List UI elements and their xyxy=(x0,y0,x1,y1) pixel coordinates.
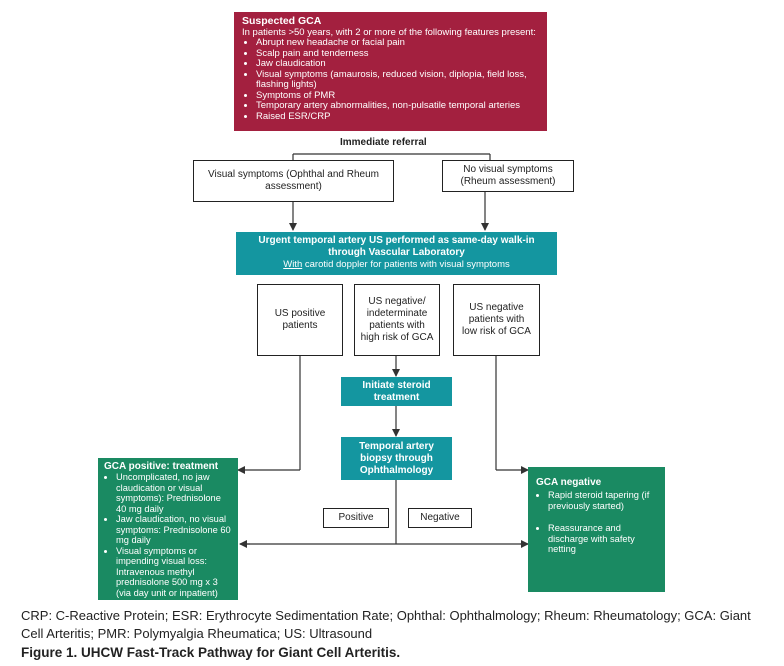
suspected-gca-list: Abrupt new headache or facial pain Scalp… xyxy=(242,37,539,123)
urgent-us-box: Urgent temporal artery US performed as s… xyxy=(236,232,557,275)
list-item: Visual symptoms (amaurosis, reduced visi… xyxy=(256,69,539,91)
suspected-gca-box: Suspected GCA In patients >50 years, wit… xyxy=(234,12,547,131)
suspected-gca-title: Suspected GCA xyxy=(242,15,322,27)
list-item: Temporary artery abnormalities, non-puls… xyxy=(256,100,539,112)
visual-symptoms-box: Visual symptoms (Ophthal and Rheum asses… xyxy=(193,160,394,202)
list-item: Uncomplicated, no jaw claudication or vi… xyxy=(116,472,232,514)
figure-caption: Figure 1. UHCW Fast-Track Pathway for Gi… xyxy=(21,645,401,660)
list-item: Raised ESR/CRP xyxy=(256,111,539,123)
abbreviations-text: CRP: C-Reactive Protein; ESR: Erythrocyt… xyxy=(21,608,751,641)
negative-label: Negative xyxy=(408,508,472,528)
us-negative-low-risk-box: US negative patients with low risk of GC… xyxy=(453,284,540,356)
no-visual-symptoms-box: No visual symptoms (Rheum assessment) xyxy=(442,160,574,192)
list-item: Visual symptoms or impending visual loss… xyxy=(116,546,232,599)
biopsy-box: Temporal artery biopsy through Ophthalmo… xyxy=(341,437,452,480)
gca-negative-list: Rapid steroid tapering (if previously st… xyxy=(536,490,657,555)
list-item: Rapid steroid tapering (if previously st… xyxy=(548,490,657,511)
list-item: Jaw claudication xyxy=(256,58,539,70)
gca-positive-box: GCA positive: treatment Uncomplicated, n… xyxy=(98,458,238,600)
list-item: Symptoms of PMR xyxy=(256,90,539,102)
urgent-us-line2: carotid doppler for patients with visual… xyxy=(302,259,510,270)
list-item: Scalp pain and tenderness xyxy=(256,48,539,60)
immediate-referral-label: Immediate referral xyxy=(340,137,427,148)
urgent-us-with: With xyxy=(283,259,303,270)
list-item: Jaw claudication, no visual symptoms: Pr… xyxy=(116,514,232,546)
gca-negative-title: GCA negative xyxy=(536,477,602,488)
list-item: Reassurance and discharge with safety ne… xyxy=(548,523,657,555)
gca-negative-box: GCA negative Rapid steroid tapering (if … xyxy=(528,467,665,592)
initiate-steroid-box: Initiate steroid treatment xyxy=(341,377,452,406)
positive-label: Positive xyxy=(323,508,389,528)
us-positive-box: US positive patients xyxy=(257,284,343,356)
gca-positive-list: Uncomplicated, no jaw claudication or vi… xyxy=(104,472,232,598)
list-item: Abrupt new headache or facial pain xyxy=(256,37,539,49)
us-negative-high-risk-box: US negative/ indeterminate patients with… xyxy=(354,284,440,356)
urgent-us-title: Urgent temporal artery US performed as s… xyxy=(258,235,535,258)
gca-positive-title: GCA positive: treatment xyxy=(104,461,219,472)
suspected-gca-intro: In patients >50 years, with 2 or more of… xyxy=(242,27,536,38)
urgent-us-note: With carotid doppler for patients with v… xyxy=(242,259,551,271)
